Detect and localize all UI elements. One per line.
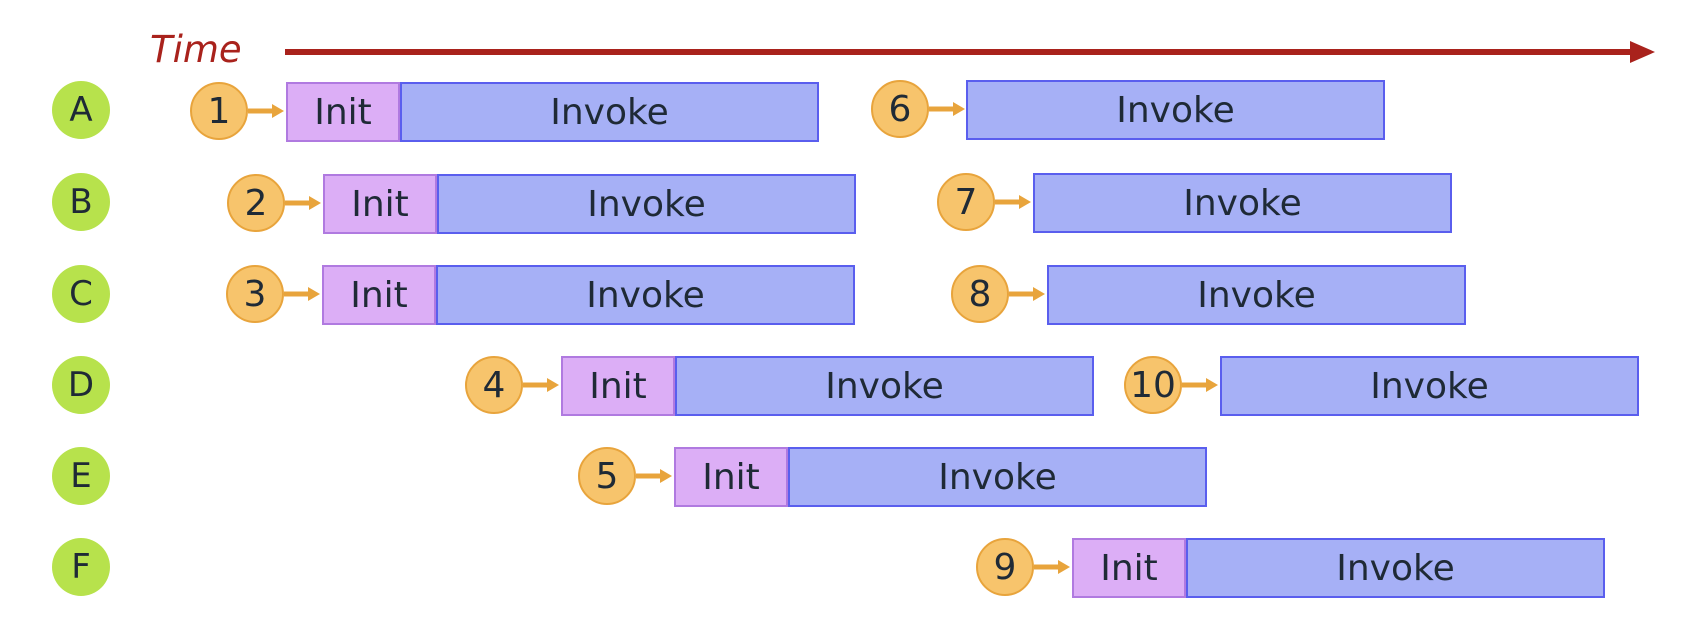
- init-phase: Init: [561, 356, 675, 416]
- request-step-8: 8: [951, 265, 1009, 323]
- request-step-2: 2: [227, 174, 285, 232]
- init-phase: Init: [286, 82, 400, 142]
- row-label-b: B: [52, 173, 110, 231]
- request-step-1: 1: [190, 82, 248, 140]
- invoke-phase: Invoke: [1186, 538, 1605, 598]
- invoke-phase: Invoke: [1047, 265, 1466, 325]
- step-arrow-icon: [929, 102, 965, 116]
- request-step-10: 10: [1124, 356, 1182, 414]
- request-step-6: 6: [871, 80, 929, 138]
- step-arrow-icon: [995, 195, 1031, 209]
- invoke-phase: Invoke: [966, 80, 1385, 140]
- step-arrow-icon: [523, 378, 559, 392]
- request-step-5: 5: [578, 447, 636, 505]
- init-phase: Init: [322, 265, 436, 325]
- time-axis-label: Time: [150, 28, 242, 71]
- step-arrow-icon: [284, 287, 320, 301]
- step-arrow-icon: [248, 104, 284, 118]
- row-label-f: F: [52, 538, 110, 596]
- init-phase: Init: [674, 447, 788, 507]
- row-label-d: D: [52, 356, 110, 414]
- request-step-7: 7: [937, 173, 995, 231]
- request-step-4: 4: [465, 356, 523, 414]
- init-phase: Init: [323, 174, 437, 234]
- invoke-phase: Invoke: [436, 265, 855, 325]
- row-label-a: A: [52, 81, 110, 139]
- row-label-c: C: [52, 265, 110, 323]
- step-arrow-icon: [1182, 378, 1218, 392]
- invoke-phase: Invoke: [1033, 173, 1452, 233]
- request-step-9: 9: [976, 538, 1034, 596]
- init-phase: Init: [1072, 538, 1186, 598]
- invoke-phase: Invoke: [675, 356, 1094, 416]
- step-arrow-icon: [636, 469, 672, 483]
- invoke-phase: Invoke: [788, 447, 1207, 507]
- request-step-3: 3: [226, 265, 284, 323]
- invoke-phase: Invoke: [400, 82, 819, 142]
- step-arrow-icon: [1034, 560, 1070, 574]
- invoke-phase: Invoke: [1220, 356, 1639, 416]
- row-label-e: E: [52, 447, 110, 505]
- step-arrow-icon: [1009, 287, 1045, 301]
- invoke-phase: Invoke: [437, 174, 856, 234]
- step-arrow-icon: [285, 196, 321, 210]
